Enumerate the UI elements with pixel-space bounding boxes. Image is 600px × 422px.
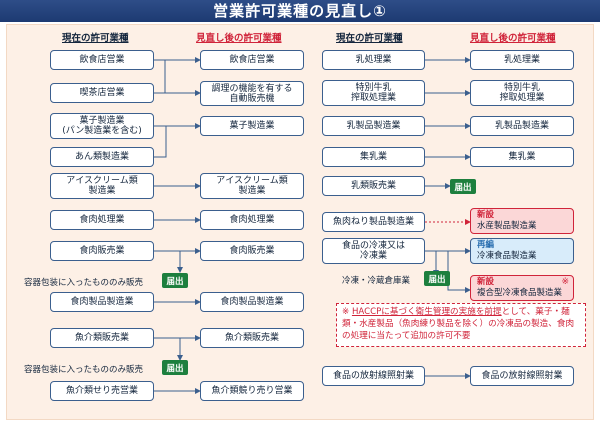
after-meat-products: 食肉製品製造業 xyxy=(200,292,304,312)
page-title: 営業許可業種の見直し① xyxy=(0,0,600,22)
after-confectionery: 菓子製造業 xyxy=(200,116,304,136)
current-bean-paste: あん類製造業 xyxy=(50,147,154,167)
after-meat-processing: 食肉処理業 xyxy=(200,210,304,230)
reorganized-frozen-food: 再編 冷凍食品製造業 xyxy=(470,238,574,264)
reorg-label: 冷凍食品製造業 xyxy=(477,251,537,261)
current-meat-products: 食肉製品製造業 xyxy=(50,292,154,312)
packaged-note-2: 容器包装に入ったもののみ販売 xyxy=(24,365,144,375)
current-special-milk: 特別牛乳 搾取処理業 xyxy=(322,80,425,106)
after-fish-auction: 魚介類競り売り営業 xyxy=(200,381,304,401)
header-after-left: 見直し後の許可業種 xyxy=(196,33,282,44)
new-tag: 新設 xyxy=(477,210,495,220)
after-irradiation: 食品の放射線照射業 xyxy=(470,366,574,386)
after-meat-sales: 食肉販売業 xyxy=(200,241,304,261)
current-irradiation: 食品の放射線照射業 xyxy=(322,366,425,386)
after-vending-machine: 調理の機能を有する 自動販売機 xyxy=(200,81,304,106)
current-cafe: 喫茶店営業 xyxy=(50,83,154,103)
reorg-tag: 再編 xyxy=(477,240,495,250)
current-fish-auction: 魚介類せり売営業 xyxy=(50,381,154,401)
header-current-right: 現在の許可業種 xyxy=(336,33,403,44)
current-fish-sales: 魚介類販売業 xyxy=(50,328,154,348)
after-fish-sales: 魚介類販売業 xyxy=(200,328,304,348)
callout-underlined: HACCPに基づく衛生管理の実施を前提 xyxy=(351,307,502,317)
haccp-callout: ※ HACCPに基づく衛生管理の実施を前提として、菓子・麺類・水産製品（魚肉練り… xyxy=(336,303,586,347)
notification-badge-2: 届出 xyxy=(162,360,188,375)
packaged-note-1: 容器包装に入ったもののみ販売 xyxy=(24,278,144,288)
current-fish-paste: 魚肉ねり製品製造業 xyxy=(322,212,425,232)
current-milk-sales: 乳類販売業 xyxy=(322,176,425,196)
after-special-milk: 特別牛乳 搾取処理業 xyxy=(470,80,574,106)
new-combined-frozen: 新設 複合型冷凍食品製造業 ※ xyxy=(470,275,574,301)
new-label: 水産製品製造業 xyxy=(477,221,537,231)
current-ice-cream: アイスクリーム類 製造業 xyxy=(50,173,154,199)
current-milk-processing: 乳処理業 xyxy=(322,50,425,70)
after-dairy-products: 乳製品製造業 xyxy=(470,116,574,136)
asterisk-mark: ※ xyxy=(561,277,569,287)
current-freezing: 食品の冷凍又は 冷凍業 xyxy=(322,238,425,264)
new-label-2: 複合型冷凍食品製造業 xyxy=(477,288,563,298)
current-confectionery: 菓子製造業 (パン製造業を含む) xyxy=(50,113,154,139)
current-meat-processing: 食肉処理業 xyxy=(50,210,154,230)
new-tag-2: 新設 xyxy=(477,277,495,287)
after-milk-processing: 乳処理業 xyxy=(470,50,574,70)
current-restaurant: 飲食店営業 xyxy=(50,50,154,70)
callout-lead: ※ xyxy=(342,307,352,317)
current-meat-sales: 食肉販売業 xyxy=(50,241,154,261)
callout-body: として、菓子・麺類・水産製品（魚肉練り製品を除く）の冷凍品の製造、食肉の処理に当… xyxy=(342,307,575,341)
new-seafood-products: 新設 水産製品製造業 xyxy=(470,208,574,234)
freezer-warehouse-note: 冷凍・冷蔵倉庫業 xyxy=(342,276,411,286)
notification-badge-1: 届出 xyxy=(162,273,188,288)
notification-badge-4: 届出 xyxy=(424,271,450,286)
after-ice-cream: アイスクリーム類 製造業 xyxy=(200,173,304,199)
current-milk-collection: 集乳業 xyxy=(322,147,425,167)
header-after-right: 見直し後の許可業種 xyxy=(470,33,556,44)
notification-badge-3: 届出 xyxy=(450,179,476,194)
header-current-left: 現在の許可業種 xyxy=(62,33,129,44)
after-milk-collection: 集乳業 xyxy=(470,147,574,167)
after-restaurant: 飲食店営業 xyxy=(200,50,304,70)
current-dairy-products: 乳製品製造業 xyxy=(322,116,425,136)
